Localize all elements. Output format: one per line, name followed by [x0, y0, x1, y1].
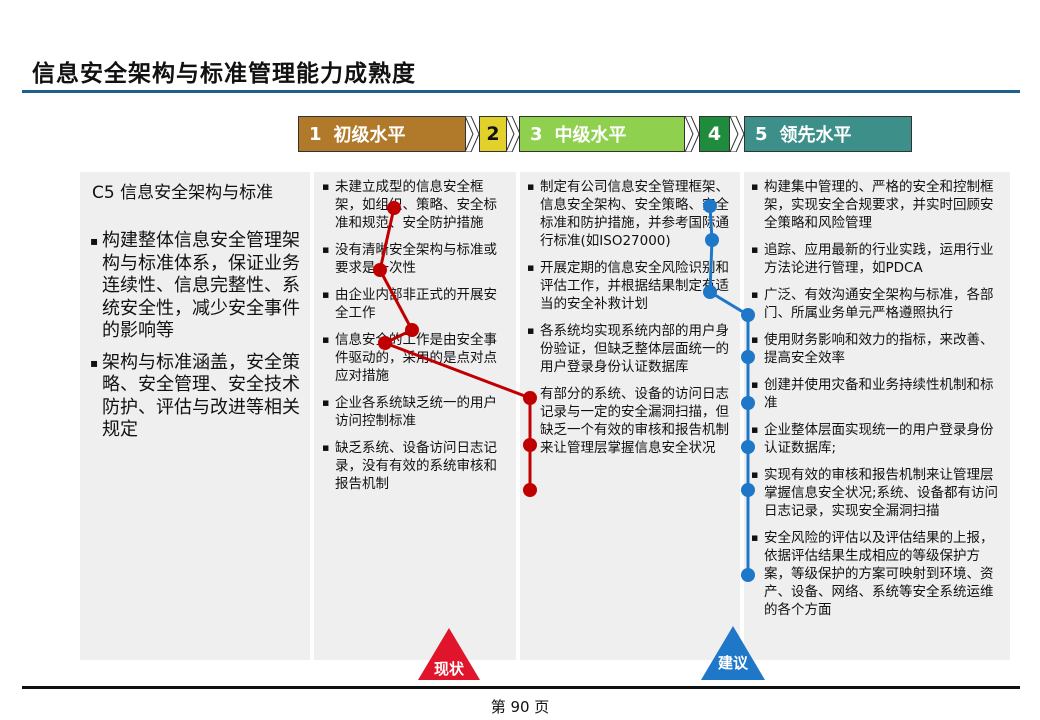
chevron-right-icon [465, 116, 479, 152]
level-2-box: 2 [479, 116, 507, 152]
current-state-marker-label: 现状 [433, 660, 464, 678]
list-item: 架构与标准涵盖，安全策略、安全管理、安全技术防护、评估与改进等相关规定 [90, 352, 300, 442]
list-item: 缺乏系统、设备访问日志记录，没有有效的系统审核和报告机制 [322, 439, 500, 493]
list-item: 未建立成型的信息安全框架，如组织、策略、安全标准和规范、安全防护措施 [322, 178, 500, 232]
title-divider [22, 90, 1020, 93]
list-item: 实现有效的审核和报告机制来让管理层掌握信息安全状况;系统、设备都有访问日志记录，… [751, 466, 999, 520]
level-2-number: 2 [486, 123, 500, 145]
list-item: 没有清晰安全架构与标准或要求是一次性 [322, 241, 500, 277]
footer-divider [22, 686, 1020, 689]
level-1-label: 初级水平 [333, 125, 406, 146]
list-item: 信息安全的工作是由安全事件驱动的，采用的是点对点应对措施 [322, 331, 500, 385]
level-3-box: 3 中级水平 [519, 116, 685, 152]
level-1-criteria: 未建立成型的信息安全框架，如组织、策略、安全标准和规范、安全防护措施 没有清晰安… [322, 178, 500, 502]
chevron-right-icon [685, 116, 699, 152]
level-1-number: 1 [309, 123, 322, 145]
page-number: 第 90 页 [490, 698, 550, 716]
chevron-right-icon [506, 116, 520, 152]
list-item: 安全风险的评估以及评估结果的上报，依据评估结果生成相应的等级保护方案，等级保护的… [751, 529, 999, 619]
level-3-label: 中级水平 [554, 125, 627, 146]
page-title: 信息安全架构与标准管理能力成熟度 [32, 61, 416, 87]
level-5-number: 5 [755, 123, 768, 145]
level-4-number: 4 [707, 123, 722, 145]
list-item: 开展定期的信息安全风险识别和评估工作，并根据结果制定有适当的安全补救计划 [527, 259, 735, 313]
level-5-label: 领先水平 [779, 125, 852, 146]
suggested-state-marker-label: 建议 [717, 654, 748, 672]
level-4-box: 4 [699, 116, 730, 152]
level-5-criteria: 构建集中管理的、严格的安全和控制框架，实现安全合规要求，并实时回顾安全策略和风险… [751, 178, 999, 628]
list-item: 有部分的系统、设备的访问日志记录与一定的安全漏洞扫描，但缺乏一个有效的审核和报告… [527, 385, 735, 457]
list-item: 构建整体信息安全管理架构与标准体系，保证业务连续性、信息完整性、系统安全性，减少… [90, 230, 300, 343]
list-item: 使用财务影响和效力的指标，来改善、提高安全效率 [751, 331, 999, 367]
capability-heading: C5 信息安全架构与标准 [92, 183, 274, 203]
capability-description: 构建整体信息安全管理架构与标准体系，保证业务连续性、信息完整性、系统安全性，减少… [90, 230, 300, 451]
level-3-number: 3 [530, 123, 543, 145]
level-3-criteria: 制定有公司信息安全管理框架、信息安全架构、安全策略、安全标准和防护措施，并参考国… [527, 178, 735, 466]
level-1-box: 1 初级水平 [298, 116, 466, 152]
list-item: 由企业内部非正式的开展安全工作 [322, 286, 500, 322]
list-item: 追踪、应用最新的行业实践，运用行业方法论进行管理，如PDCA [751, 241, 999, 277]
list-item: 企业整体层面实现统一的用户登录身份认证数据库; [751, 421, 999, 457]
level-5-box: 5 领先水平 [744, 116, 912, 152]
list-item: 制定有公司信息安全管理框架、信息安全架构、安全策略、安全标准和防护措施，并参考国… [527, 178, 735, 250]
list-item: 各系统均实现系统内部的用户身份验证，但缺乏整体层面统一的用户登录身份认证数据库 [527, 322, 735, 376]
list-item: 企业各系统缺乏统一的用户访问控制标准 [322, 394, 500, 430]
chevron-right-icon [730, 116, 744, 152]
list-item: 创建并使用灾备和业务持续性机制和标准 [751, 376, 999, 412]
list-item: 构建集中管理的、严格的安全和控制框架，实现安全合规要求，并实时回顾安全策略和风险… [751, 178, 999, 232]
list-item: 广泛、有效沟通安全架构与标准，各部门、所属业务单元严格遵照执行 [751, 286, 999, 322]
